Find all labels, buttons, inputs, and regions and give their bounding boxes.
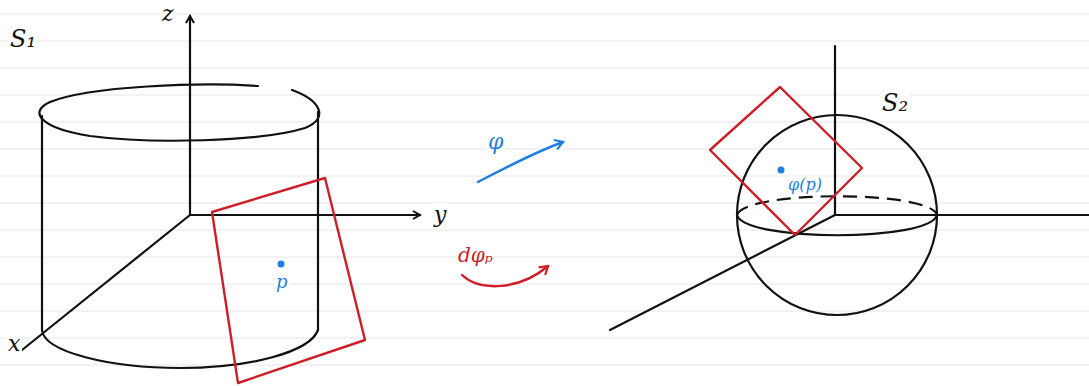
axis-label: y — [432, 203, 448, 227]
surface-label: S₂ — [880, 90, 910, 116]
point-label: p — [274, 272, 290, 292]
axis-label: x — [6, 332, 22, 356]
cylinder — [39, 85, 319, 368]
map-label: φ — [486, 130, 505, 154]
sphere — [737, 115, 937, 315]
differential-label: dφₚ — [456, 244, 495, 266]
left-axes — [22, 16, 420, 350]
point-label: φ(p) — [786, 176, 824, 194]
differential-arrow — [462, 266, 548, 286]
right-axes — [610, 46, 1089, 330]
tangent-plane — [212, 178, 365, 383]
ruled-lines — [0, 14, 1089, 365]
axis-label: z — [160, 2, 176, 26]
tangent-plane — [710, 87, 862, 235]
surface-label: S₁ — [8, 26, 38, 52]
